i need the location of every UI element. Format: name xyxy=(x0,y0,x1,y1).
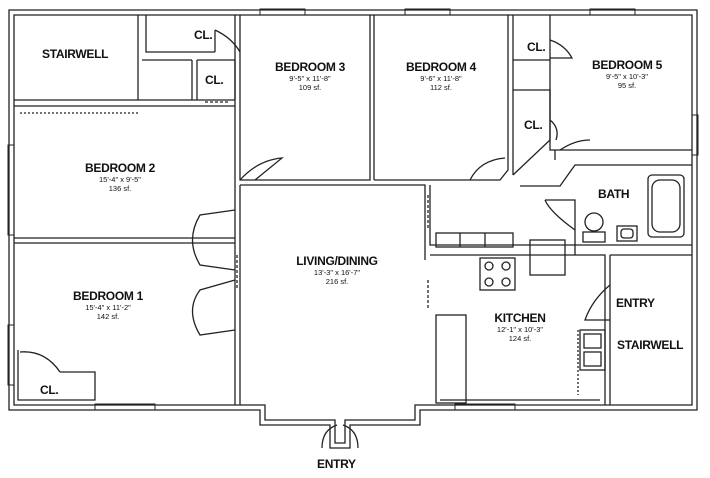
room-area: 124 sf. xyxy=(508,334,532,343)
closet-door xyxy=(214,29,241,53)
room-dims: 15'-4" x 11'-2" xyxy=(85,303,131,312)
entry-door xyxy=(321,424,359,449)
room-name: BEDROOM 2 xyxy=(85,161,155,175)
closet-label: CL. xyxy=(524,118,543,132)
bedroom2-label: BEDROOM 2 15'-4" x 9'-5" 136 sf. xyxy=(85,161,155,194)
door-arc xyxy=(559,139,591,151)
window xyxy=(7,144,15,236)
bedroom3-label: BEDROOM 3 9'-5" x 11'-8" 109 sf. xyxy=(275,60,345,93)
closet-label: CL. xyxy=(527,40,546,54)
counter xyxy=(435,232,514,248)
door-arc xyxy=(239,157,285,181)
bedroom1-label: BEDROOM 1 15'-4" x 11'-2" 142 sf. xyxy=(73,289,143,322)
window xyxy=(691,114,699,156)
entry-right-label: ENTRY xyxy=(616,296,655,310)
room-dims: 9'-6" x 11'-8" xyxy=(420,74,462,83)
wall xyxy=(374,15,514,181)
living-label: LIVING/DINING 13'-3" x 16'-7" 216 sf. xyxy=(296,254,378,287)
wall xyxy=(14,237,235,244)
room-dims: 9'-5" x 11'-8" xyxy=(289,74,331,83)
room-dims: 9'-5" x 10'-3" xyxy=(606,72,648,81)
bedroom4-label: BEDROOM 4 9'-6" x 11'-8" 112 sf. xyxy=(406,60,476,93)
room-name: BEDROOM 1 xyxy=(73,289,143,303)
window xyxy=(259,8,306,16)
room-name: LIVING/DINING xyxy=(296,254,378,268)
wall xyxy=(14,99,235,107)
wall xyxy=(137,15,193,100)
window xyxy=(94,403,156,411)
outer-wall-inner xyxy=(13,14,693,444)
bedroom5-label: BEDROOM 5 9'-5" x 10'-3" 95 sf. xyxy=(592,58,662,91)
window xyxy=(7,324,15,386)
wall xyxy=(234,185,241,405)
window xyxy=(404,8,451,16)
closet-door xyxy=(549,39,574,59)
room-area: 95 sf. xyxy=(617,81,637,90)
wall xyxy=(145,15,215,53)
room-dims: 12'-1" x 10'-3" xyxy=(496,325,544,334)
bathtub xyxy=(647,174,685,238)
sink xyxy=(616,225,638,242)
window xyxy=(589,8,636,16)
bath-label: BATH xyxy=(598,187,630,201)
stove xyxy=(479,257,516,291)
closet-label: CL. xyxy=(205,73,224,87)
room-area: 109 sf. xyxy=(298,83,322,92)
closet-door xyxy=(19,351,61,373)
room-name: KITCHEN xyxy=(494,311,546,325)
wall xyxy=(520,164,692,246)
island xyxy=(529,239,566,276)
door-arc xyxy=(191,279,236,336)
room-area: 142 sf. xyxy=(96,312,120,321)
stairwell-right-label: STAIRWELL xyxy=(617,338,684,352)
closet-label: CL. xyxy=(194,28,213,42)
toilet xyxy=(584,212,604,232)
room-area: 216 sf. xyxy=(325,277,349,286)
kitchen-label: KITCHEN 12'-1" x 10'-3" 124 sf. xyxy=(494,311,546,344)
room-area: 112 sf. xyxy=(430,83,452,92)
door-arc xyxy=(544,199,576,231)
room-name: BEDROOM 5 xyxy=(592,58,662,72)
wall xyxy=(17,350,96,401)
window xyxy=(454,403,516,411)
pantry xyxy=(435,314,467,404)
room-name: BEDROOM 4 xyxy=(406,60,476,74)
closet-label: CL. xyxy=(40,383,59,397)
door-arc xyxy=(584,284,611,321)
wall xyxy=(234,15,375,185)
closet-door xyxy=(549,119,558,141)
room-area: 136 sf. xyxy=(108,184,132,193)
outer-wall xyxy=(8,9,698,449)
entry-bottom-label: ENTRY xyxy=(317,457,356,471)
kitchen-sink xyxy=(579,329,606,371)
door-arc xyxy=(469,157,506,181)
room-name: BEDROOM 3 xyxy=(275,60,345,74)
room-dims: 15'-4" x 9'-5" xyxy=(99,175,141,184)
stairwell-top-label: STAIRWELL xyxy=(42,47,109,61)
room-dims: 13'-3" x 16'-7" xyxy=(313,268,361,277)
wall xyxy=(549,15,692,160)
door-arc xyxy=(191,209,236,271)
wall xyxy=(240,184,611,405)
